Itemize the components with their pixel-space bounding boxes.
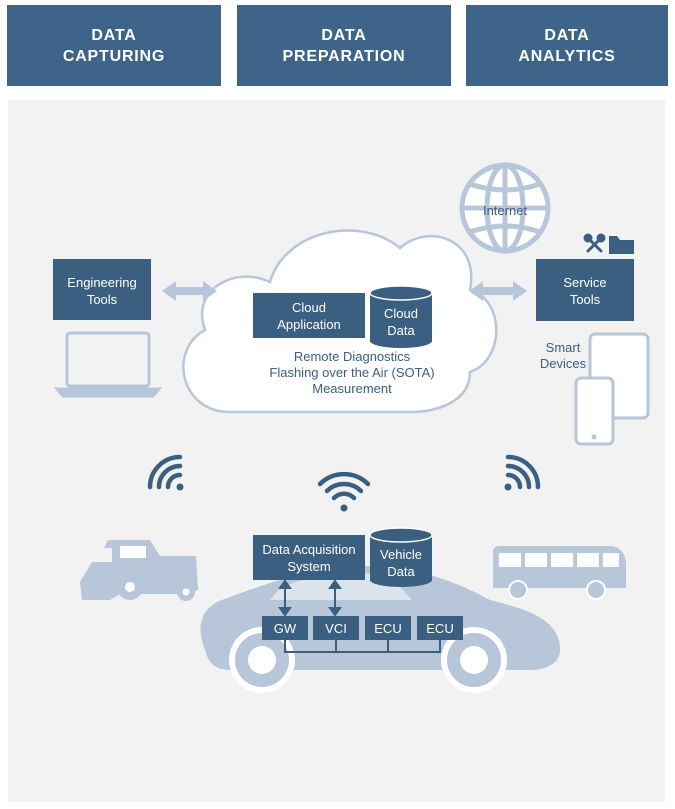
wifi-icon	[147, 454, 184, 491]
cloud-application-box	[253, 293, 365, 338]
bus-network-lines	[284, 640, 441, 653]
data-acquisition-line2: System	[287, 559, 330, 574]
vehicle-data-line2: Data	[387, 564, 415, 579]
globe-icon	[459, 162, 551, 254]
folder-icon	[609, 236, 634, 254]
bus-node-gw	[262, 616, 308, 640]
bus-node-ecu-2-label: ECU	[426, 621, 453, 636]
double-arrow-right	[469, 281, 527, 301]
tab-data-analytics: DATA ANALYTICS	[466, 5, 668, 86]
cloud-data-line1: Cloud	[384, 306, 418, 321]
data-acquisition-box	[253, 535, 365, 580]
smartphone-icon	[574, 376, 615, 446]
data-acquisition-line1: Data Acquisition	[262, 542, 355, 557]
smart-devices-line2: Devices	[540, 356, 587, 371]
tab-line1: DATA	[544, 26, 590, 44]
cloud-caption-line1: Remote Diagnostics	[294, 349, 411, 364]
cloud-caption-line2: Flashing over the Air (SOTA)	[269, 365, 434, 380]
bus-node-vci-label: VCI	[325, 621, 347, 636]
tab-data-preparation: DATA PREPARATION	[237, 5, 451, 86]
cloud-application-line2: Application	[277, 317, 341, 332]
tab-line2: PREPARATION	[282, 47, 406, 65]
tab-line1: DATA	[91, 26, 137, 44]
wifi-icon	[504, 454, 541, 491]
tools-icon	[583, 233, 606, 253]
bus-node-ecu-1-label: ECU	[374, 621, 401, 636]
engineering-tools-box	[53, 259, 151, 320]
vehicle-data-line1: Vehicle	[380, 547, 422, 562]
tab-data-capturing: DATA CAPTURING	[7, 5, 221, 86]
service-tools-line2: Tools	[570, 292, 601, 307]
laptop-icon	[53, 331, 163, 398]
vehicle-data-cylinder	[369, 527, 433, 587]
service-tools-box	[536, 259, 634, 321]
service-tools-line1: Service	[563, 275, 606, 290]
cloud-data-line2: Data	[387, 323, 415, 338]
internet-label: Internet	[483, 203, 527, 218]
bus-node-vci	[313, 616, 359, 640]
connection-arrows	[278, 579, 342, 617]
tab-line2: ANALYTICS	[518, 47, 616, 65]
tab-line1: DATA	[321, 26, 367, 44]
engineering-tools-line1: Engineering	[67, 275, 136, 290]
cloud-caption-line3: Measurement	[312, 381, 392, 396]
bus-icon	[493, 546, 626, 600]
cloud-data-cylinder	[369, 285, 433, 348]
bus-node-ecu-2	[417, 616, 463, 640]
tab-line2: CAPTURING	[62, 47, 166, 65]
engineering-tools-line2: Tools	[87, 292, 118, 307]
bus-node-gw-label: GW	[274, 621, 297, 636]
cloud-application-line1: Cloud	[292, 300, 326, 315]
smart-devices-line1: Smart	[546, 340, 581, 355]
bus-node-ecu-1	[365, 616, 411, 640]
double-arrow-left	[162, 281, 217, 301]
diagram-panel	[8, 100, 665, 802]
harvester-icon	[80, 540, 198, 601]
wifi-icon	[317, 471, 371, 512]
